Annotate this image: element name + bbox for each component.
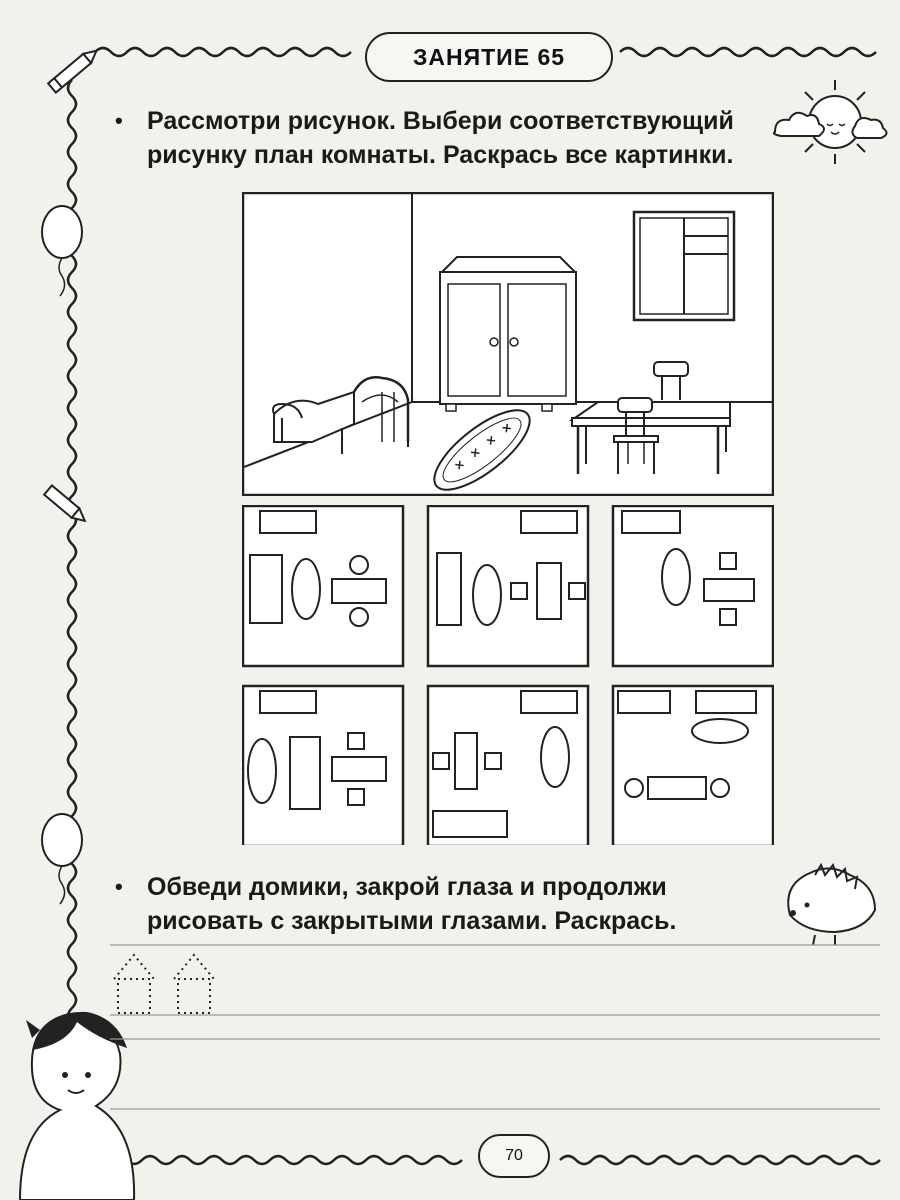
pencil-icon [42,483,87,523]
wavy-bottom-border [109,1154,881,1166]
hedgehog-icon [787,862,877,946]
balloon-icon [41,813,83,905]
pencil-icon [46,49,99,95]
bed-icon [272,376,410,454]
dotted-house-icon [173,953,215,1014]
task1-line2: рисунку план комнаты. Раскрась все карти… [147,141,734,169]
plan-option-4[interactable] [242,684,405,845]
girl-illustration [18,1011,136,1200]
dotted-house-icon [113,953,155,1014]
task1-line1: Рассмотри рисунок. Выбери соответствующи… [147,107,734,135]
lesson-title: ЗАНЯТИЕ 65 [365,32,613,82]
room-picture [242,192,774,496]
plan-option-1[interactable] [242,505,405,668]
rug-icon [433,409,531,491]
drawing-area[interactable] [100,935,890,1125]
task2-line1: Обведи домики, закрой глаза и продолжи [147,873,667,901]
task-instruction-2: • Обведи домики, закрой глаза и продолжи… [115,870,795,938]
plan-option-5[interactable] [426,684,590,845]
wardrobe-icon [439,256,578,412]
sun-cloud-icon [772,80,888,164]
bullet: • [115,874,123,899]
page-number: 70 [478,1134,550,1178]
plan-option-2[interactable] [426,505,590,668]
plan-option-6[interactable] [611,684,774,845]
wavy-top-border [94,46,877,58]
lesson-title-text: ЗАНЯТИЕ 65 [412,43,566,70]
page-number-text: 70 [505,1147,523,1164]
chair-icon [613,397,659,474]
bullet: • [115,108,123,133]
window-icon [632,210,736,322]
room-plans-grid [242,505,774,845]
balloon-icon [41,205,83,297]
task2-line2: рисовать с закрытыми глазами. Раскрась. [147,907,677,935]
plan-option-3[interactable] [611,505,774,668]
task-instruction-1: • Рассмотри рисунок. Выбери соответствую… [115,104,795,172]
chair-icon [653,361,689,400]
